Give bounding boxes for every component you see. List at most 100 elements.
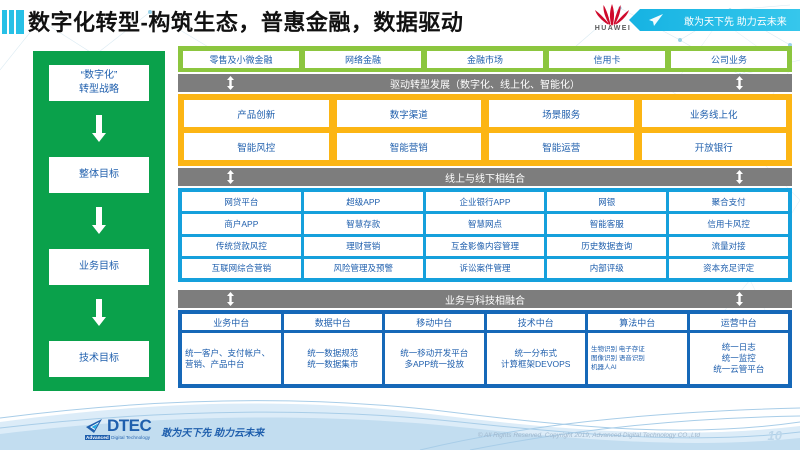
slide-footer: DTEC Advanced Digital Technology 敢为天下先 助… [0,392,800,450]
sidebar-item-label: 转型战略 [79,84,119,95]
application-item[interactable]: 智能客服 [547,214,667,234]
business-line-item[interactable]: 网络金融 [305,50,421,68]
band-label: 线上与线下相结合 [445,173,525,185]
copyright-text: © All Rights Reserved. Copyright 2019, A… [477,432,700,439]
sidebar-item-technology-goal[interactable]: 技术目标 [49,341,149,377]
midplatform-column-algorithm: 算法中台 生物识别 电子存证 图像识别 语音识别 机器人AI [588,314,687,384]
down-arrow-icon [92,115,106,142]
capability-row: 智能风控 智能营销 智能运营 开放银行 [184,133,786,160]
sidebar-item-strategy[interactable]: “数字化” 转型战略 [49,65,149,101]
capability-item[interactable]: 业务线上化 [641,100,786,127]
up-down-arrow-icon [227,170,234,184]
application-item[interactable]: 信用卡风控 [669,214,788,234]
midplatform-body: 统一数据规范 统一数据集市 [283,333,382,384]
dtec-logo: DTEC Advanced Digital Technology [85,416,152,440]
application-item[interactable]: 超级APP [303,192,423,212]
capability-item[interactable]: 智能运营 [489,133,634,160]
application-row: 互联网综合营销 风险管理及预警 诉讼案件管理 内部评级 资本充足评定 [182,258,788,278]
midplatform-column-data: 数据中台 统一数据规范 统一数据集市 [283,314,382,384]
dtec-tagline: Advanced Digital Technology [85,435,151,440]
business-line-item[interactable]: 公司业务 [671,50,787,68]
down-arrow-icon [92,299,106,326]
banner-slogan: 敢为天下先 助力云未来 [684,17,787,28]
midplatform-header[interactable]: 算法中台 [588,314,687,330]
paper-plane-icon [649,14,663,26]
dtec-wordmark: DTEC [107,416,152,435]
dtec-mark-icon [86,419,102,433]
huawei-wordmark: HUAWEI [594,25,632,32]
midplatform-body: 统一客户、支付帐户、营销、产品中台 [182,333,281,384]
midplatform-header[interactable]: 移动中台 [385,314,484,330]
down-arrow-icon [92,207,106,234]
application-item[interactable]: 互联网综合营销 [182,258,301,278]
application-row: 商户APP 智慧存款 智慧网点 智能客服 信用卡风控 [182,214,788,234]
sidebar-item-label: “数字化” [80,70,118,81]
application-item[interactable]: 聚合支付 [669,192,788,212]
application-item[interactable]: 流量对接 [669,236,788,256]
application-item[interactable]: 内部评级 [547,258,667,278]
application-item[interactable]: 诉讼案件管理 [425,258,545,278]
capability-item[interactable]: 场景服务 [489,100,634,127]
midplatform-body: 统一分布式 计算框架DEVOPS [486,333,585,384]
midplatform-header[interactable]: 数据中台 [283,314,382,330]
application-row: 传统贷款风控 理财营销 互金影像内容管理 历史数据查询 流量对接 [182,236,788,256]
dtec-tagline-rest: Digital Technology [109,435,151,440]
application-item[interactable]: 网贷平台 [182,192,301,212]
application-panel-cyan: 网贷平台 超级APP 企业银行APP 网银 聚合支付 商户APP 智慧存款 智慧… [178,188,792,282]
capability-item[interactable]: 智能风控 [184,133,329,160]
application-item[interactable]: 商户APP [182,214,301,234]
dtec-tagline-strong: Advanced [85,435,110,440]
application-row: 网贷平台 超级APP 企业银行APP 网银 聚合支付 [182,192,788,212]
application-item[interactable]: 智慧存款 [303,214,423,234]
business-line-item[interactable]: 信用卡 [549,50,665,68]
band-business-tech-fusion: 业务与科技相融合 [178,290,792,308]
capability-item[interactable]: 数字渠道 [336,100,481,127]
application-item[interactable]: 企业银行APP [425,192,545,212]
midplatform-column-operation: 运营中台 统一日志 统一监控 统一云管平台 [689,314,788,384]
application-item[interactable]: 风险管理及预警 [303,258,423,278]
application-item[interactable]: 理财营销 [303,236,423,256]
capability-row: 产品创新 数字渠道 场景服务 业务线上化 [184,100,786,127]
midplatform-header[interactable]: 技术中台 [486,314,585,330]
application-item[interactable]: 智慧网点 [425,214,545,234]
capability-item[interactable]: 开放银行 [641,133,786,160]
midplatform-header[interactable]: 运营中台 [689,314,788,330]
midplatform-column-mobile: 移动中台 统一移动开发平台 多APP统一投放 [385,314,484,384]
dtec-branding: DTEC Advanced Digital Technology 敢为天下先 助… [85,416,265,440]
capability-item[interactable]: 产品创新 [184,100,329,127]
huawei-slogan-banner: 敢为天下先 助力云未来 [629,9,800,31]
up-down-arrow-icon [227,292,234,306]
midplatform-body: 生物识别 电子存证 图像识别 语音识别 机器人AI [588,333,687,384]
business-line-item[interactable]: 金融市场 [427,50,543,68]
band-label: 驱动转型发展（数字化、线上化、智能化） [390,79,580,91]
sidebar-item-overall-goal[interactable]: 整体目标 [49,157,149,193]
huawei-logo: HUAWEI [590,2,636,40]
footer-wave-decoration [0,400,800,450]
huawei-flower-icon [595,4,629,26]
footer-slogan: 敢为天下先 助力云未来 [161,428,265,439]
capability-panel-orange: 产品创新 数字渠道 场景服务 业务线上化 智能风控 智能营销 智能运营 开放银行 [178,94,792,166]
application-item[interactable]: 资本充足评定 [669,258,788,278]
capability-item[interactable]: 智能营销 [336,133,481,160]
up-down-arrow-icon [736,170,743,184]
title-accent-bar [2,10,24,34]
up-down-arrow-icon [736,292,743,306]
application-item[interactable]: 网银 [547,192,667,212]
midplatform-column-technology: 技术中台 统一分布式 计算框架DEVOPS [486,314,585,384]
band-label: 业务与科技相融合 [445,295,525,307]
application-item[interactable]: 互金影像内容管理 [425,236,545,256]
midplatform-body: 统一日志 统一监控 统一云管平台 [689,333,788,384]
up-down-arrow-icon [227,76,234,90]
business-line-item[interactable]: 零售及小微金融 [183,50,299,68]
application-item[interactable]: 历史数据查询 [547,236,667,256]
sidebar-item-business-goal[interactable]: 业务目标 [49,249,149,285]
midplatform-panel: 业务中台 统一客户、支付帐户、营销、产品中台 数据中台 统一数据规范 统一数据集… [178,310,792,388]
business-lines-strip: 零售及小微金融 网络金融 金融市场 信用卡 公司业务 [178,46,792,72]
midplatform-header[interactable]: 业务中台 [182,314,281,330]
band-drive-transformation: 驱动转型发展（数字化、线上化、智能化） [178,74,792,92]
up-down-arrow-icon [736,76,743,90]
midplatform-column-business: 业务中台 统一客户、支付帐户、营销、产品中台 [182,314,281,384]
page-title: 数字化转型-构筑生态，普惠金融，数据驱动 [28,10,464,35]
application-item[interactable]: 传统贷款风控 [182,236,301,256]
